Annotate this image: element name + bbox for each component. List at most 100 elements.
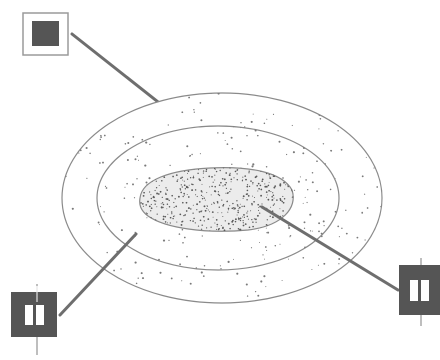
stipple-dot <box>261 180 264 182</box>
stipple-dot <box>221 212 223 214</box>
stipple-dot <box>289 236 291 238</box>
stipple-dot <box>203 205 206 208</box>
stipple-dot <box>226 143 229 145</box>
stipple-dot <box>306 201 308 204</box>
stipple-dot <box>110 103 113 105</box>
stipple-dot <box>265 166 268 168</box>
stipple-dot <box>229 172 231 175</box>
stipple-dot <box>223 178 226 181</box>
stipple-dot <box>162 206 164 209</box>
stipple-dot <box>379 108 381 110</box>
stipple-dot <box>194 189 197 191</box>
stipple-dot <box>316 160 318 163</box>
stipple-dot <box>340 148 343 151</box>
stipple-dot <box>168 199 170 202</box>
stipple-dot <box>73 121 75 123</box>
stipple-dot <box>343 272 346 275</box>
split-bar-with-cross-icon <box>399 258 440 326</box>
stipple-dot <box>232 223 234 226</box>
stipple-dot <box>302 202 304 204</box>
stipple-dot <box>164 221 167 223</box>
stipple-dot <box>253 196 256 199</box>
stipple-dot <box>199 102 202 104</box>
stipple-dot <box>184 170 186 172</box>
stipple-dot <box>152 197 154 199</box>
stipple-dot <box>99 162 101 164</box>
stipple-dot <box>282 195 284 198</box>
stipple-dot <box>231 207 234 210</box>
stipple-dot <box>361 212 364 214</box>
stipple-dot <box>162 203 165 206</box>
stipple-dot <box>180 223 183 226</box>
stipple-dot <box>199 153 201 155</box>
stipple-dot <box>282 177 284 179</box>
stipple-dot <box>338 263 340 265</box>
stipple-dot <box>141 277 145 280</box>
stipple-dot <box>271 199 273 201</box>
stipple-dot <box>234 218 237 221</box>
stipple-dot <box>266 249 268 251</box>
stipple-dot <box>255 221 257 223</box>
stipple-dot <box>344 278 347 282</box>
stipple-dot <box>78 152 80 154</box>
stipple-dot <box>169 216 172 219</box>
stipple-dot <box>236 173 238 175</box>
stipple-dot <box>181 280 183 282</box>
stipple-dot <box>270 191 272 193</box>
stipple-dot <box>201 224 203 226</box>
stipple-dot <box>120 268 122 270</box>
stipple-dot <box>253 218 255 220</box>
stipple-dot <box>272 204 275 206</box>
stipple-dot <box>150 203 152 206</box>
stipple-dot <box>127 142 130 144</box>
stipple-dot <box>173 206 175 208</box>
stipple-dot <box>161 202 164 204</box>
stipple-dot <box>217 191 220 193</box>
stipple-dot <box>234 220 237 223</box>
stipple-dot <box>199 179 202 182</box>
stipple-dot <box>214 168 216 170</box>
stipple-dot <box>134 261 137 264</box>
stipple-dot <box>230 181 232 183</box>
stipple-dot <box>242 176 244 178</box>
stipple-dot <box>124 186 126 188</box>
stipple-dot <box>179 189 182 191</box>
stipple-dot <box>145 181 148 184</box>
stipple-dot <box>120 229 123 232</box>
stipple-dot <box>366 107 368 109</box>
stipple-dot <box>214 190 217 193</box>
stipple-dot <box>85 146 88 150</box>
stipple-dot <box>162 218 165 221</box>
stipple-dot <box>99 138 102 141</box>
stipple-dot <box>175 174 178 176</box>
stipple-dot <box>124 143 127 145</box>
stipple-dot <box>154 203 156 205</box>
stipple-dot <box>254 129 257 132</box>
stipple-dot <box>69 154 72 157</box>
stipple-dot <box>62 221 64 224</box>
stipple-dot <box>148 191 151 193</box>
stipple-dot <box>157 193 160 195</box>
stipple-dot <box>248 172 250 174</box>
stipple-dot <box>303 227 306 229</box>
stipple-dot <box>162 215 165 218</box>
stipple-dot <box>254 176 257 179</box>
stipple-dot <box>248 170 250 172</box>
stipple-dot <box>171 213 173 215</box>
stipple-dot <box>165 187 167 189</box>
stipple-dot <box>187 207 190 210</box>
stipple-dot <box>347 130 349 133</box>
stipple-dot <box>337 130 339 132</box>
stipple-dot <box>279 184 282 187</box>
stipple-dot <box>179 213 182 216</box>
stipple-dot <box>304 196 306 198</box>
stipple-dot <box>254 218 257 221</box>
stipple-dot <box>195 267 197 269</box>
stipple-dot <box>318 128 320 130</box>
stipple-dot <box>216 200 219 203</box>
stipple-dot <box>247 218 249 220</box>
stipple-dot <box>291 124 293 127</box>
stipple-dot <box>242 195 245 198</box>
stipple-dot <box>222 185 224 187</box>
stipple-dot <box>137 293 140 296</box>
